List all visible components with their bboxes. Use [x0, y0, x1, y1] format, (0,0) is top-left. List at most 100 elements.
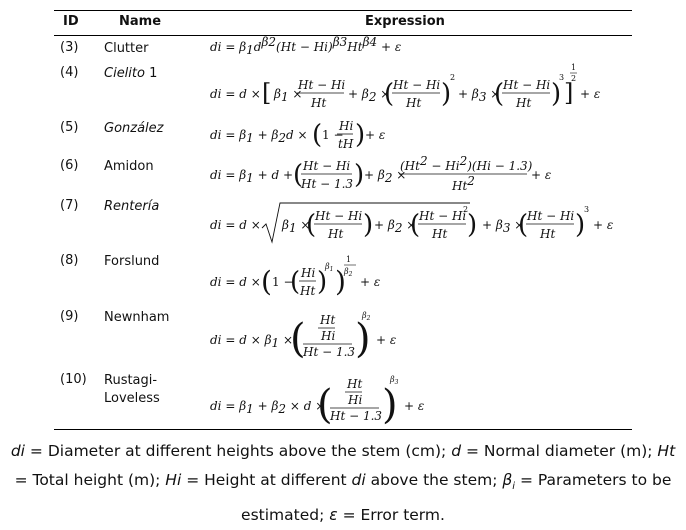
row-name: Rentería	[104, 199, 160, 214]
svg-text:2: 2	[450, 73, 455, 82]
svg-text:Ht: Ht	[310, 96, 326, 110]
row-id: (9)	[60, 309, 79, 324]
svg-text:Hi: Hi	[338, 119, 353, 133]
row-name-group: Rustagi-Loveless	[104, 372, 160, 408]
svg-text:): )	[382, 382, 398, 428]
footnote-text: i	[512, 481, 516, 493]
footnote-text: = Normal diameter (m);	[461, 442, 658, 460]
svg-text:): )	[335, 265, 346, 298]
footnote-text: = Parameters to be estimated;	[241, 471, 672, 525]
svg-text:3: 3	[584, 205, 589, 214]
svg-text:): )	[317, 267, 327, 297]
footnote-text: β	[502, 471, 513, 489]
svg-text:(: (	[410, 210, 420, 240]
svg-text:β2: β2	[343, 267, 353, 278]
svg-text:β3: β3	[389, 375, 399, 386]
svg-text:di = β1 + β2 × d ×: di = β1 + β2 × d ×	[210, 399, 325, 416]
svg-text:(: (	[290, 316, 306, 362]
svg-text:Ht − Hi: Ht − Hi	[502, 78, 550, 92]
footnote-text: = Height at different	[181, 471, 352, 489]
svg-text:tH: tH	[338, 137, 354, 151]
footnote-text: = Diameter at different heights above th…	[24, 442, 452, 460]
svg-text:[: [	[262, 79, 271, 107]
row-id: (10)	[60, 372, 87, 387]
svg-text:+ ε: + ε	[365, 128, 385, 142]
svg-text:di = β1 + d +: di = β1 + d +	[210, 168, 293, 185]
row-name: Newnham	[104, 310, 170, 325]
table-header-rule	[54, 35, 632, 36]
svg-text:Ht: Ht	[327, 227, 343, 241]
row-name: Clutter	[104, 41, 149, 56]
svg-text:Ht − Hi: Ht − Hi	[418, 209, 466, 223]
svg-text:(: (	[518, 210, 528, 240]
row-name-group: Cielito 1	[104, 65, 157, 83]
row-name-line2: Loveless	[104, 391, 160, 406]
row-name-suffix: 1	[144, 66, 158, 81]
svg-text:di = β1 + β2d ×: di = β1 + β2d ×	[210, 128, 308, 145]
svg-text:+ ε: + ε	[531, 168, 551, 182]
svg-text:(: (	[306, 210, 316, 240]
svg-text:): )	[363, 210, 373, 240]
footnote-text: = Error term.	[337, 506, 445, 525]
svg-text:Ht: Ht	[431, 227, 447, 241]
svg-text:(: (	[261, 265, 272, 298]
svg-text:): )	[355, 120, 365, 150]
svg-text:]: ]	[564, 79, 573, 107]
svg-text:Ht: Ht	[299, 284, 315, 298]
svg-text:(: (	[312, 120, 322, 150]
svg-text:Ht − 1.3: Ht − 1.3	[329, 409, 382, 423]
svg-text:+ β3 ×: + β3 ×	[482, 218, 524, 235]
svg-text:Ht − 1.3: Ht − 1.3	[302, 345, 355, 359]
row-name: Cielito	[104, 66, 145, 81]
row-id: (7)	[60, 198, 79, 213]
svg-text:Ht − Hi: Ht − Hi	[297, 78, 345, 92]
row-name: Amidon	[104, 159, 154, 174]
footnote-text: Ht	[657, 442, 676, 460]
svg-text:di = β1dβ2(Ht − Hi)β3Htβ4 + ε: di = β1dβ2(Ht − Hi)β3Htβ4 + ε	[210, 35, 401, 57]
svg-text:3: 3	[559, 73, 564, 82]
svg-text:(Ht2 − Hi2)(Hi − 1.3): (Ht2 − Hi2)(Hi − 1.3)	[400, 154, 533, 173]
svg-text:): )	[354, 160, 364, 190]
footnote-text: ε	[329, 506, 338, 525]
footnote-text: = Total height (m);	[14, 471, 166, 489]
column-header-name: Name	[119, 14, 162, 29]
svg-text:β1: β1	[324, 262, 333, 273]
svg-text:+ ε: + ε	[360, 275, 380, 289]
svg-text:Ht: Ht	[346, 377, 362, 391]
svg-text:β1 ×: β1 ×	[273, 87, 302, 104]
footnote-text: Hi	[165, 471, 182, 489]
svg-text:di = d ×: di = d ×	[210, 218, 261, 232]
column-header-expression: Expression	[365, 14, 445, 29]
svg-text:(: (	[384, 79, 394, 109]
svg-text:(: (	[293, 160, 303, 190]
svg-text:(: (	[494, 79, 504, 109]
svg-text:+ ε: + ε	[580, 87, 600, 101]
svg-text:β1 ×: β1 ×	[281, 218, 310, 235]
footnote-text: di	[10, 442, 25, 460]
svg-text:Ht: Ht	[515, 96, 531, 110]
svg-text:di = d ×: di = d ×	[210, 87, 261, 101]
row-id: (4)	[60, 65, 79, 80]
row-id: (3)	[60, 40, 79, 55]
svg-text:): )	[575, 210, 585, 240]
svg-text:Ht − 1.3: Ht − 1.3	[300, 177, 353, 191]
svg-text:Ht: Ht	[539, 227, 555, 241]
svg-text:): )	[467, 210, 477, 240]
svg-text:): )	[441, 79, 451, 109]
row-id: (5)	[60, 120, 79, 135]
svg-text:(: (	[317, 382, 333, 428]
svg-text:1 −: 1 −	[322, 128, 344, 142]
row-name: Forslund	[104, 254, 160, 269]
svg-text:+ ε: + ε	[593, 218, 613, 232]
svg-text:Ht: Ht	[405, 96, 421, 110]
svg-text:+ ε: + ε	[376, 333, 396, 347]
row-id: (6)	[60, 158, 79, 173]
svg-text:Ht − Hi: Ht − Hi	[526, 209, 574, 223]
svg-text:1 −: 1 −	[272, 275, 294, 289]
svg-text:β2: β2	[361, 311, 371, 322]
footnote-text: di	[351, 471, 366, 489]
svg-text:+ β2 ×: + β2 ×	[374, 218, 416, 235]
svg-text:1: 1	[346, 255, 351, 264]
svg-text:di = d × β1 ×: di = d × β1 ×	[210, 333, 293, 350]
